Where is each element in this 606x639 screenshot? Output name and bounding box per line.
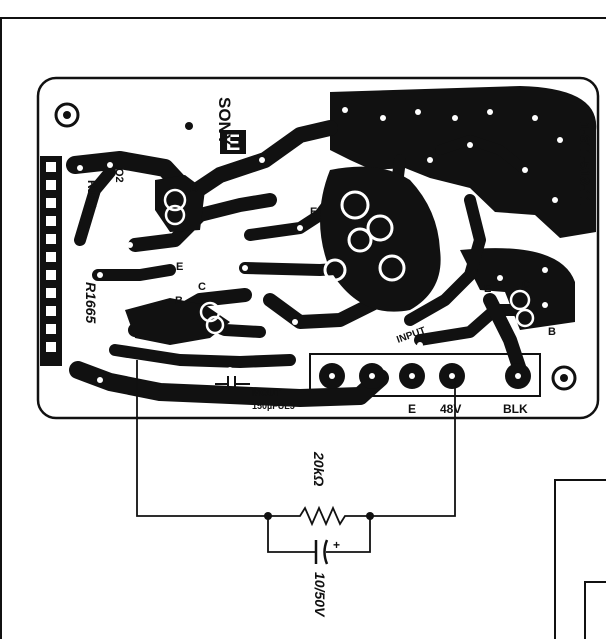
capacitor-label: 10/50V [312,572,328,618]
label-48v: 48V [440,402,461,416]
label-mout-sub: 150µFUL5 [252,401,295,411]
brand-name: SONY [215,97,234,146]
transistor-letters: B C E B C E B C E [175,183,556,338]
output-pads [319,363,531,389]
brand-logo: E [220,130,246,155]
copper-pour [330,86,597,238]
solder-pads [77,107,563,383]
copper-traces [66,120,530,407]
transistor-letter-e: E [484,283,491,295]
ref-r1665: R1665 [83,282,99,323]
mounting-hole [551,365,577,391]
capacitor-ring [163,188,535,335]
resistor-label: 20kΩ [311,451,327,486]
board-capacitor-symbol [215,376,250,392]
enclosure-outline [554,479,606,639]
capacitor-ring [323,190,406,282]
external-wiring [136,360,456,553]
label-e: E [408,402,416,416]
part-number: 1-611-518-11 [577,122,593,205]
transistor-letter-c: C [198,281,206,293]
capacitor-symbol [314,539,329,565]
left-pour [125,298,230,345]
ref-q2: Q2 [113,168,125,183]
transistor-letter-e: E [310,206,317,218]
edge-connector [40,156,62,366]
transistor-letter-e: E [176,261,183,273]
ref-r166: R166 [85,180,99,209]
transistor-letter-b: B [190,183,198,195]
transistor-letter-c: C [400,249,408,261]
transistor-letter-b: B [175,295,183,307]
resistor-symbol [268,505,370,527]
logo-letter: E [226,130,241,155]
via-dot [185,122,193,130]
transistor-letter-c: C [522,279,530,291]
outer-frame [0,17,606,639]
mounting-hole [54,102,80,128]
transistor-letter-b: B [548,326,556,338]
label-mout: MOUT [252,388,281,399]
output-connector-box [309,353,541,397]
capacitor-polarity: + [333,538,340,552]
label-blk: BLK [503,402,528,416]
